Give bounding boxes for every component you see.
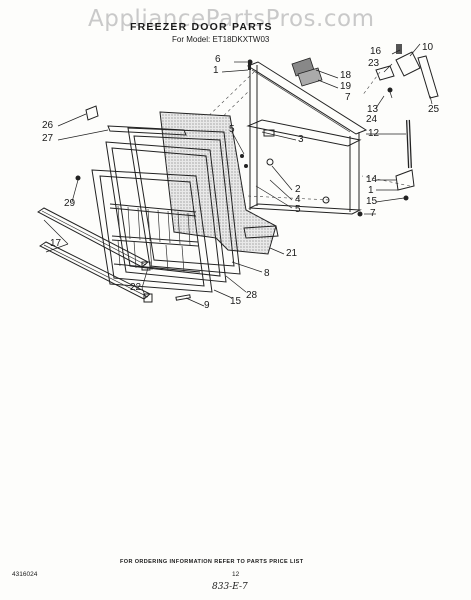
callout-5-upper: 5: [229, 124, 235, 135]
callout-26: 26: [42, 120, 54, 131]
callout-25: 25: [428, 104, 440, 115]
callout-27: 27: [42, 133, 54, 144]
door-bottom-trim: [243, 225, 279, 239]
page-number: 12: [232, 571, 240, 578]
callout-6: 6: [215, 54, 221, 65]
callout-13: 13: [367, 104, 379, 115]
callout-1-right: 1: [368, 185, 374, 196]
callout-17: 17: [50, 238, 62, 249]
ordering-note: FOR ORDERING INFORMATION REFER TO PARTS …: [120, 559, 304, 565]
callout-21: 21: [286, 248, 298, 259]
callout-9: 9: [204, 300, 210, 311]
callout-15-bottom: 15: [230, 296, 242, 307]
insulation-panel: [159, 111, 277, 255]
callout-18: 18: [340, 70, 352, 81]
callout-14: 14: [366, 174, 378, 185]
door-stop-pad: [85, 105, 99, 121]
watermark: AppliancePartsPros.com: [88, 6, 375, 32]
callout-28: 28: [246, 290, 258, 301]
callout-12: 12: [368, 128, 380, 139]
callout-15-right: 15: [366, 196, 378, 207]
callout-22: 22: [130, 282, 142, 293]
callout-4: 4: [295, 194, 301, 205]
callout-29: 29: [64, 198, 76, 209]
small-hardware: [75, 59, 409, 301]
door-liner: [91, 169, 213, 293]
door-shelf-bars: [37, 207, 153, 303]
callout-23: 23: [368, 58, 380, 69]
door-outer-panel: [127, 127, 241, 275]
callout-16: 16: [370, 46, 382, 57]
model-number: For Model: ET18DKXTW03: [172, 35, 270, 44]
callout-8: 8: [264, 268, 270, 279]
top-trim-strip: [107, 125, 187, 136]
callout-5-lower: 5: [295, 204, 301, 215]
callout-3: 3: [298, 134, 304, 145]
hinge-cover-plates: [291, 57, 323, 87]
door-frame-assembly: [246, 61, 368, 215]
callout-2: 2: [295, 184, 301, 195]
callout-1-top: 1: [213, 65, 219, 76]
leader-lines: [43, 43, 433, 307]
callout-7-bottom: 7: [370, 208, 376, 219]
callout-10: 10: [422, 42, 434, 53]
callout-19: 19: [340, 81, 352, 92]
handwritten-note: 833-E-7: [212, 582, 248, 592]
document-number: 4316024: [12, 571, 38, 578]
hinge-spring: [406, 119, 412, 169]
callout-24: 24: [366, 114, 378, 125]
upper-hinge: [375, 44, 439, 99]
diagram-title: FREEZER DOOR PARTS: [130, 21, 273, 33]
callout-7-top: 7: [345, 92, 351, 103]
lower-hinge-bracket: [395, 169, 415, 191]
